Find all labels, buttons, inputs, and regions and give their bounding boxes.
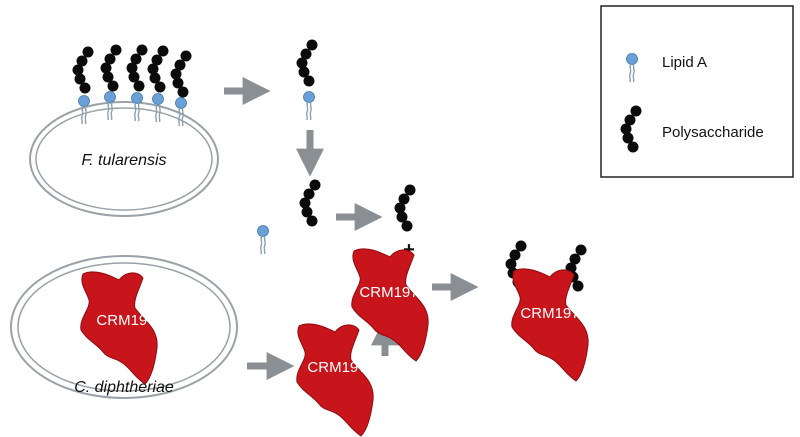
legend-box: Lipid A Polysaccharide [600,5,794,178]
released-lipid-a [256,224,270,255]
crm197-purified [296,323,374,437]
crm197-label-activated: CRM197 [359,284,418,301]
f-tularensis-label: F. tularensis [81,152,166,169]
separated-polysaccharide [299,179,321,227]
c-diphtheriae-label: C. diphtheriae [74,379,174,396]
plus-sign: + [403,239,415,261]
legend-lipid-a-label: Lipid A [662,54,707,71]
isolated-lps [296,39,318,121]
crm197-activated [351,248,429,362]
purified-polysaccharide [394,184,416,232]
crm197-label-purified: CRM197 [307,359,366,376]
f-tularensis-cell [29,101,219,217]
lps-cluster [72,44,192,127]
crm197-label-cell: CRM197 [96,312,155,329]
c-diphtheriae-cell [10,255,238,399]
crm197-label-conjugate: CRM197 [520,305,579,322]
legend-polysaccharide-label: Polysaccharide [662,124,764,141]
